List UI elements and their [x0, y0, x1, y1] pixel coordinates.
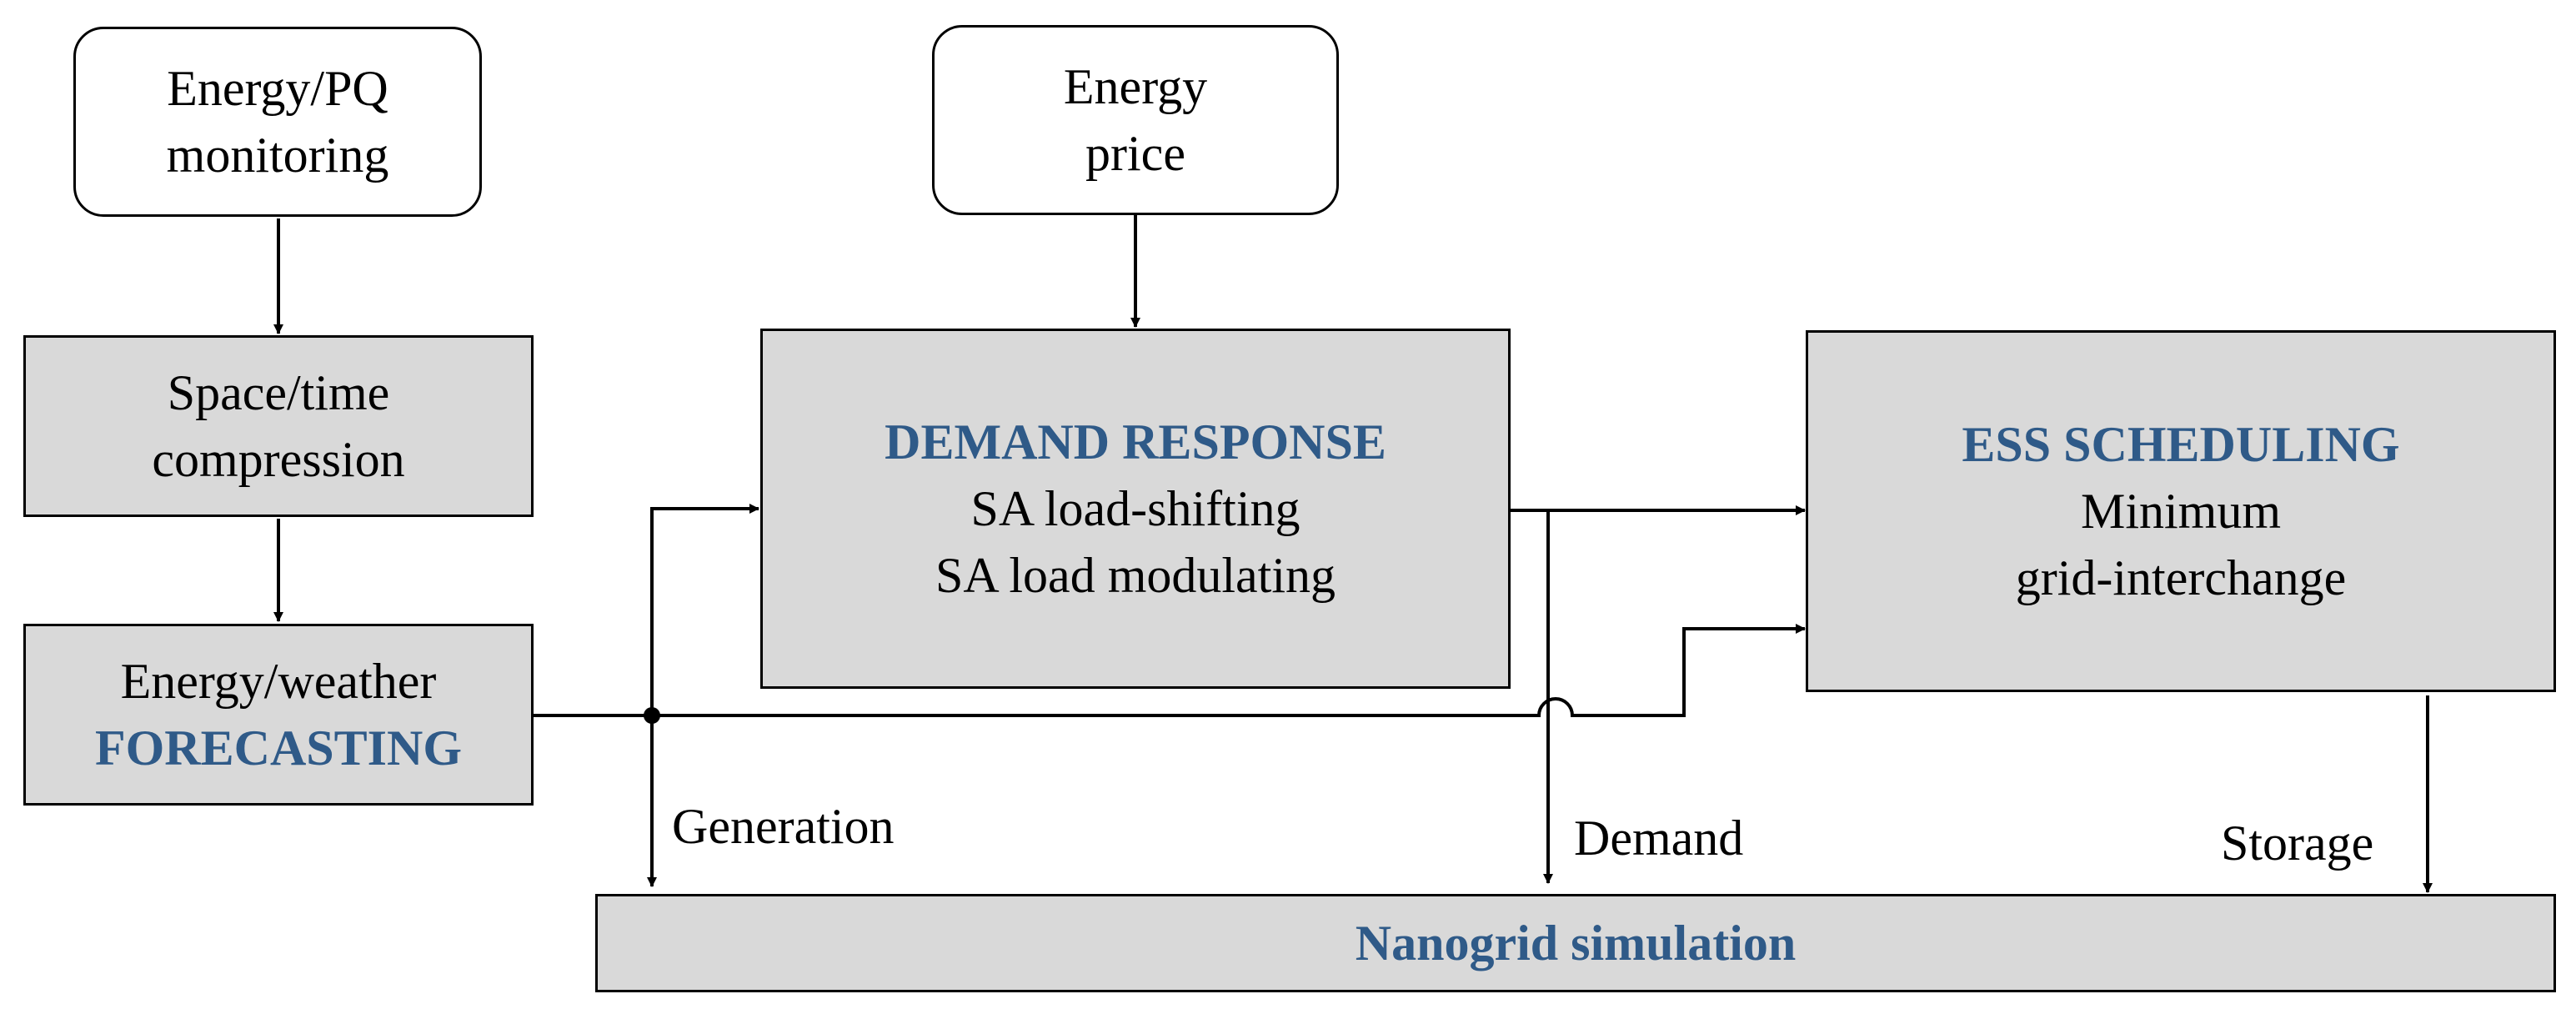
- ess-scheduling-line-2: grid-interchange: [2015, 550, 2347, 605]
- ess-scheduling-box: ESS SCHEDULING Minimum grid-interchange: [1806, 330, 2556, 692]
- storage-label: Storage: [2221, 816, 2374, 871]
- demand-response-box: DEMAND RESPONSE SA load-shifting SA load…: [760, 329, 1511, 689]
- forecasting-line-1: Energy/weather: [120, 654, 437, 709]
- space-time-compression-box: Space/time compression: [23, 335, 534, 517]
- energy-pq-monitoring-line-2: monitoring: [166, 128, 389, 183]
- space-time-compression-line-2: compression: [152, 432, 405, 487]
- energy-price-line-1: Energy: [1063, 59, 1208, 114]
- forecasting-box: Energy/weather FORECASTING: [23, 624, 534, 806]
- nanogrid-simulation-box: Nanogrid simulation: [595, 894, 2556, 992]
- space-time-compression-line-1: Space/time: [167, 365, 390, 420]
- demand-response-line-1: SA load-shifting: [970, 481, 1301, 536]
- arrow-forecast-to-demand-response: [650, 504, 759, 715]
- ess-scheduling-line-1: Minimum: [2080, 484, 2282, 539]
- demand-label: Demand: [1574, 811, 1744, 866]
- demand-response-title: DEMAND RESPONSE: [885, 414, 1386, 469]
- energy-price-line-2: price: [1085, 126, 1185, 181]
- energy-price-box: Energy price: [932, 25, 1339, 215]
- energy-pq-monitoring-box: Energy/PQ monitoring: [73, 27, 482, 217]
- junction-dot: [644, 707, 660, 724]
- generation-label: Generation: [672, 799, 895, 854]
- forecast-line-to-ess: [534, 624, 1806, 717]
- forecasting-title: FORECASTING: [94, 720, 463, 776]
- demand-response-line-2: SA load modulating: [935, 548, 1336, 603]
- nanogrid-simulation-title: Nanogrid simulation: [1355, 916, 1797, 971]
- ess-scheduling-title: ESS SCHEDULING: [1962, 417, 2400, 472]
- energy-pq-monitoring-line-1: Energy/PQ: [167, 61, 388, 116]
